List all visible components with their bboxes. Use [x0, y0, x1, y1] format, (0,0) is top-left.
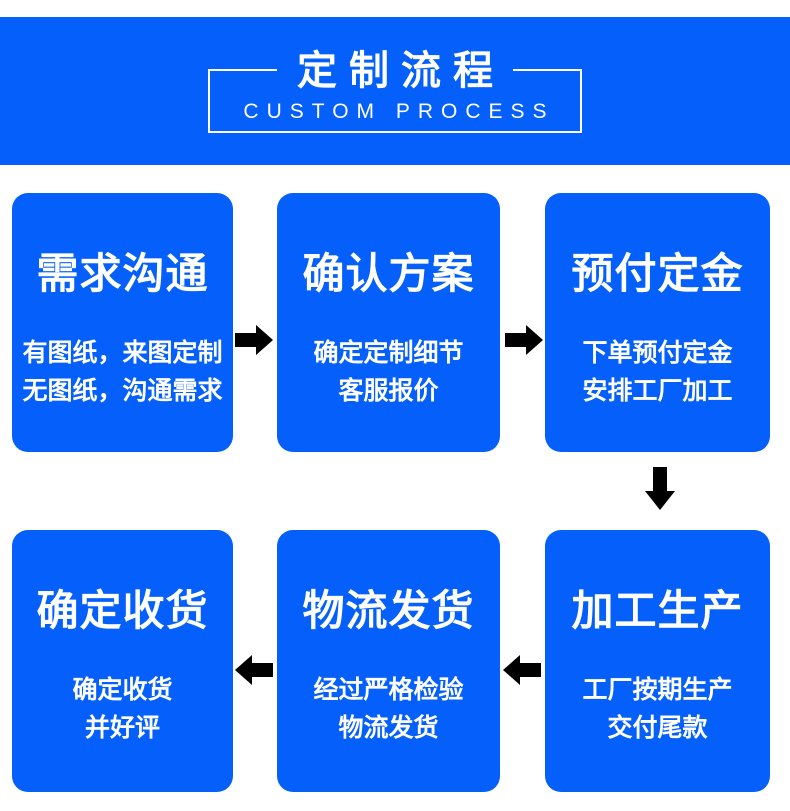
step-detail-line: 确定收货 — [72, 676, 173, 704]
step-title: 物流发货 — [302, 587, 475, 634]
step-box-requirement-communication: 需求沟通 有图纸，来图定制 无图纸，沟通需求 — [12, 193, 233, 452]
header-frame: 定制流程 CUSTOM PROCESS — [208, 49, 582, 133]
page-subtitle: CUSTOM PROCESS — [243, 100, 555, 123]
page-title: 定制流程 — [277, 49, 513, 93]
step-title: 预付定金 — [571, 250, 744, 297]
arrow-right-icon — [235, 325, 273, 355]
arrow-left-icon — [235, 655, 273, 685]
step-detail-line: 工厂按期生产 — [582, 676, 733, 704]
step-details: 下单预付定金 安排工厂加工 — [545, 334, 770, 410]
step-detail-line: 并好评 — [84, 714, 160, 742]
step-box-logistics-shipping: 物流发货 经过严格检验 物流发货 — [277, 530, 500, 792]
step-detail-line: 无图纸，沟通需求 — [22, 377, 223, 405]
step-title: 加工生产 — [571, 587, 744, 634]
arrow-right-icon — [505, 325, 543, 355]
arrow-down-icon — [645, 467, 675, 510]
step-box-prepay-deposit: 预付定金 下单预付定金 安排工厂加工 — [545, 193, 770, 452]
step-detail-line: 安排工厂加工 — [582, 377, 733, 405]
step-details: 确定定制细节 客服报价 — [277, 334, 500, 410]
step-detail-line: 交付尾款 — [607, 714, 708, 742]
step-details: 有图纸，来图定制 无图纸，沟通需求 — [12, 334, 233, 410]
step-details: 确定收货 并好评 — [12, 671, 233, 747]
step-title: 确定收货 — [36, 587, 209, 634]
step-box-processing-production: 加工生产 工厂按期生产 交付尾款 — [545, 530, 770, 792]
step-detail-line: 客服报价 — [338, 377, 439, 405]
step-box-confirm-plan: 确认方案 确定定制细节 客服报价 — [277, 193, 500, 452]
step-detail-line: 有图纸，来图定制 — [22, 339, 223, 367]
step-detail-line: 确定定制细节 — [313, 339, 464, 367]
step-detail-line: 物流发货 — [338, 714, 439, 742]
step-title: 需求沟通 — [36, 250, 209, 297]
step-details: 经过严格检验 物流发货 — [277, 671, 500, 747]
step-title: 确认方案 — [302, 250, 475, 297]
step-box-confirm-receipt: 确定收货 确定收货 并好评 — [12, 530, 233, 792]
arrow-left-icon — [503, 655, 541, 685]
banner: 定制流程 CUSTOM PROCESS — [0, 17, 790, 165]
step-detail-line: 下单预付定金 — [582, 339, 733, 367]
step-details: 工厂按期生产 交付尾款 — [545, 671, 770, 747]
step-detail-line: 经过严格检验 — [313, 676, 464, 704]
